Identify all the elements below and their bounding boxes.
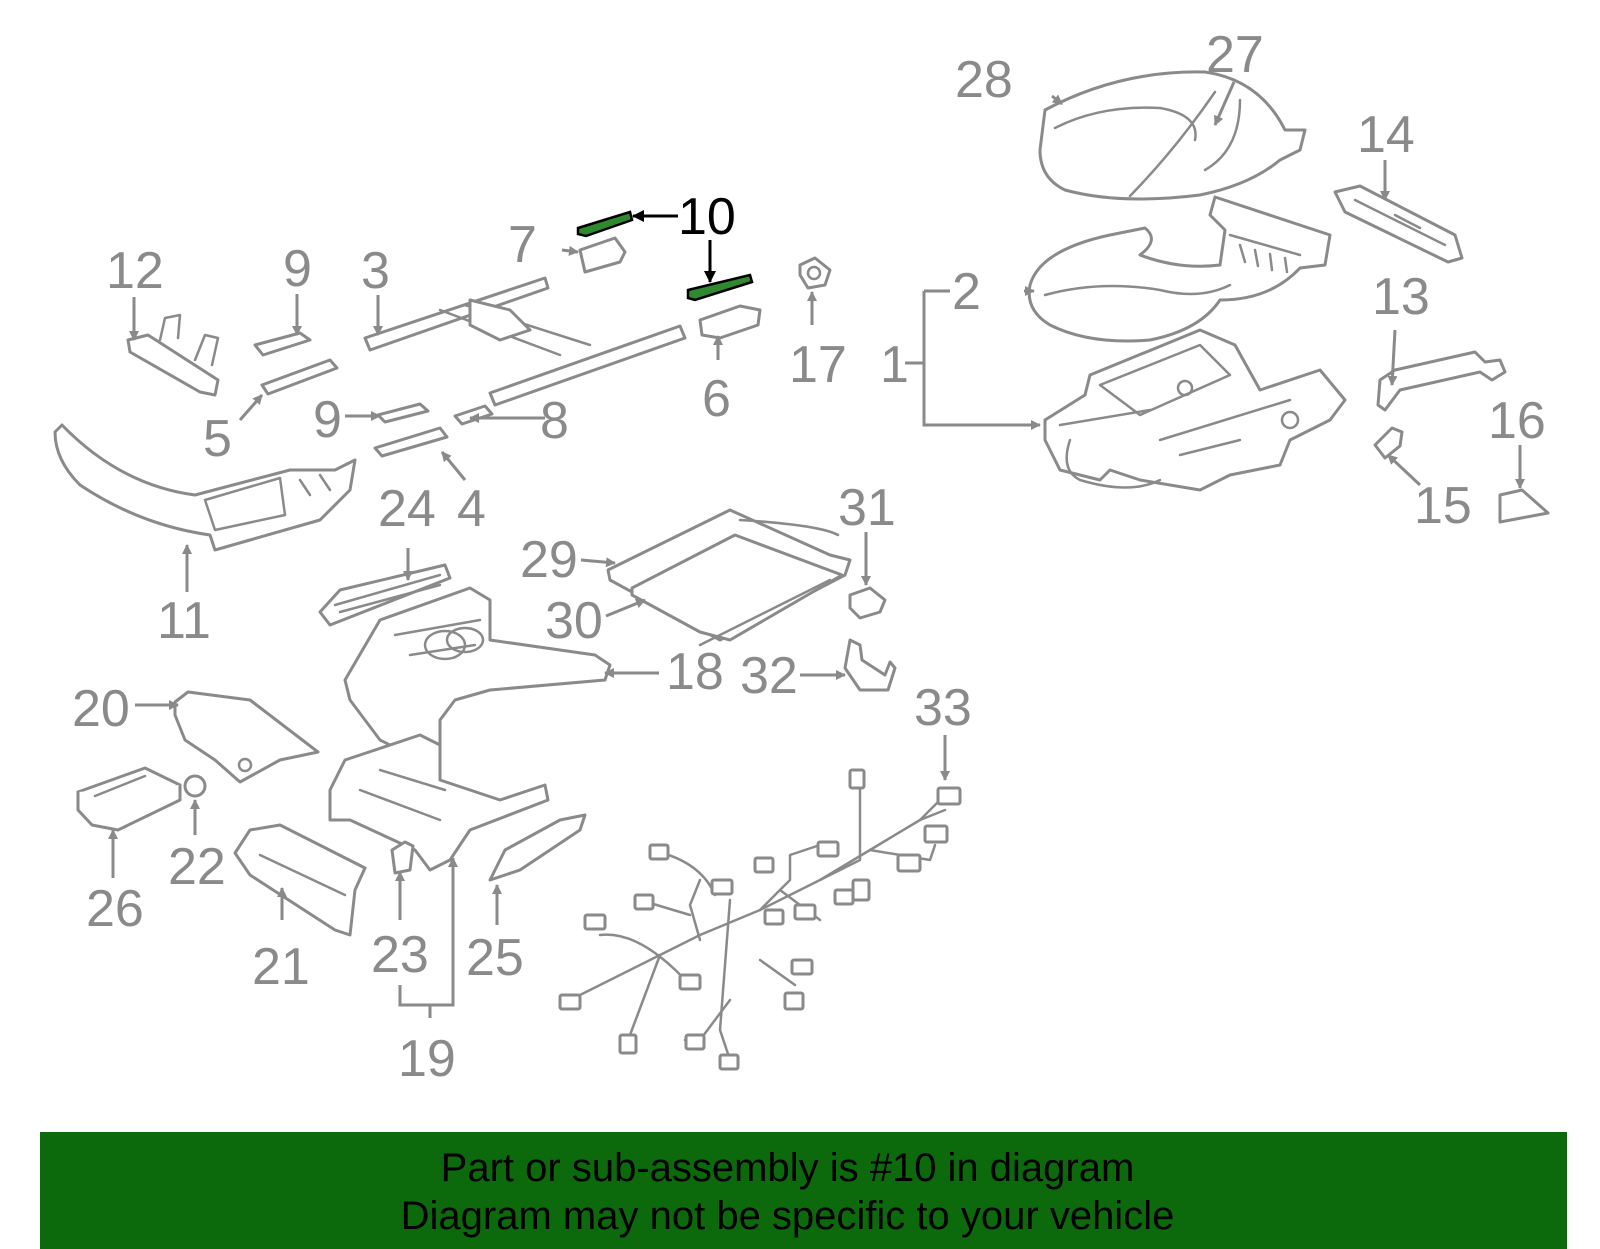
seat-frame-part[interactable]	[1043, 328, 1347, 492]
callout-4: 4	[457, 480, 486, 538]
callout-31: 31	[838, 479, 896, 537]
leader-lines	[108, 81, 1525, 1018]
callout-8: 8	[540, 392, 569, 450]
callout-20: 20	[72, 680, 130, 738]
part-22-grommet[interactable]	[183, 774, 207, 798]
part-16-cap[interactable]	[1498, 488, 1550, 524]
part-11-side-cover[interactable]	[53, 423, 357, 552]
callout-19: 19	[398, 1030, 456, 1088]
callout-9-upper: 9	[283, 240, 312, 298]
callout-11: 11	[157, 592, 211, 650]
seat-track-rail[interactable]	[363, 276, 687, 407]
callout-14: 14	[1357, 106, 1415, 164]
part-7-cover[interactable]	[578, 236, 627, 274]
part-13-rail[interactable]	[1376, 350, 1507, 412]
part-23-clip[interactable]	[390, 840, 415, 875]
callout-6: 6	[702, 370, 731, 428]
callout-5: 5	[203, 410, 232, 468]
callout-23: 23	[371, 926, 429, 984]
callout-15: 15	[1414, 477, 1472, 535]
callout-29: 29	[520, 531, 578, 589]
part-8-pad[interactable]	[453, 404, 494, 426]
part-9-trim-lower[interactable]	[376, 402, 430, 424]
callout-30: 30	[545, 592, 603, 650]
part-10-highlighted[interactable]	[576, 210, 754, 302]
part-33-wiring-harness[interactable]	[558, 768, 962, 1071]
part-24-mesh-panel[interactable]	[318, 563, 452, 627]
part-30-heater-mat[interactable]	[630, 533, 844, 647]
callout-26: 26	[86, 880, 144, 938]
callout-28: 28	[955, 51, 1013, 109]
callout-21: 21	[252, 938, 310, 996]
part-25-trim[interactable]	[488, 813, 587, 882]
callout-33: 33	[914, 679, 972, 737]
seat-pan-part[interactable]	[1027, 195, 1332, 343]
callout-labels: 1 2 3 4 5 6 7 8 9 9 10 11 12 13 14 15 16…	[72, 26, 1546, 1088]
part-6-cover[interactable]	[698, 304, 762, 340]
part-4-trim[interactable]	[373, 426, 449, 458]
callout-3: 3	[361, 242, 390, 300]
banner-part-notice: Part or sub-assembly is #10 in diagram	[440, 1146, 1135, 1190]
callout-12: 12	[106, 242, 164, 300]
banner-disclaimer: Diagram may not be specific to your vehi…	[400, 1194, 1175, 1238]
info-banner: Part or sub-assembly is #10 in diagram D…	[40, 1132, 1567, 1249]
callout-25: 25	[466, 929, 524, 987]
callout-16: 16	[1488, 392, 1546, 450]
callout-2: 2	[952, 263, 981, 321]
part-20-cover[interactable]	[173, 690, 320, 784]
part-17-knob[interactable]	[798, 256, 832, 290]
part-32-bracket[interactable]	[843, 638, 897, 692]
part-5-trim[interactable]	[260, 358, 339, 396]
part-14-bracket[interactable]	[1333, 184, 1464, 264]
callout-10: 10	[678, 188, 736, 246]
leader-lines-part-10	[632, 210, 716, 283]
callout-17: 17	[789, 336, 847, 394]
part-31-connector[interactable]	[848, 586, 887, 620]
callout-27: 27	[1206, 26, 1264, 84]
callout-32: 32	[740, 647, 798, 705]
part-15-clip[interactable]	[1373, 426, 1404, 460]
callout-9-lower: 9	[313, 391, 342, 449]
part-21-trim[interactable]	[233, 823, 367, 937]
part-12-bracket[interactable]	[126, 313, 220, 397]
part-19-lower-frame[interactable]	[328, 733, 550, 872]
callout-1: 1	[880, 336, 909, 394]
callout-22: 22	[168, 838, 226, 896]
callout-24: 24	[378, 480, 436, 538]
callout-18: 18	[666, 643, 724, 701]
part-9-trim-upper[interactable]	[253, 331, 312, 357]
part-26-tray[interactable]	[76, 766, 182, 832]
seat-cushion-part[interactable]	[1038, 70, 1307, 201]
callout-13: 13	[1372, 268, 1430, 326]
callout-7: 7	[508, 216, 537, 274]
